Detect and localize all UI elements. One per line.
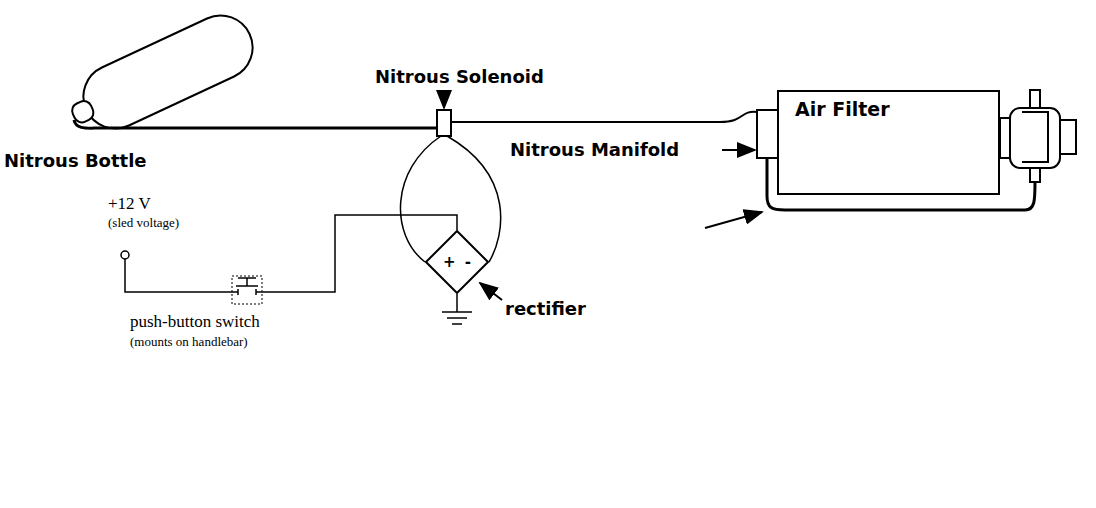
voltage-label: +12 V	[108, 194, 151, 214]
part-label: rectifier	[505, 298, 586, 319]
air-filter-box: Air Filter	[777, 90, 1000, 195]
polarity-marks: + -	[443, 253, 471, 271]
switch-label: push-button switch	[130, 312, 260, 332]
part-label: Nitrous Bottle	[4, 150, 147, 171]
part-label: Nitrous Solenoid	[375, 66, 544, 87]
note-label: (mounts on handlebar)	[130, 334, 248, 350]
note-label: (sled voltage)	[108, 215, 179, 231]
rectifier-diamond: + -	[425, 230, 489, 294]
box-title: Air Filter	[795, 98, 982, 120]
part-label: Nitrous Manifold	[510, 139, 679, 160]
